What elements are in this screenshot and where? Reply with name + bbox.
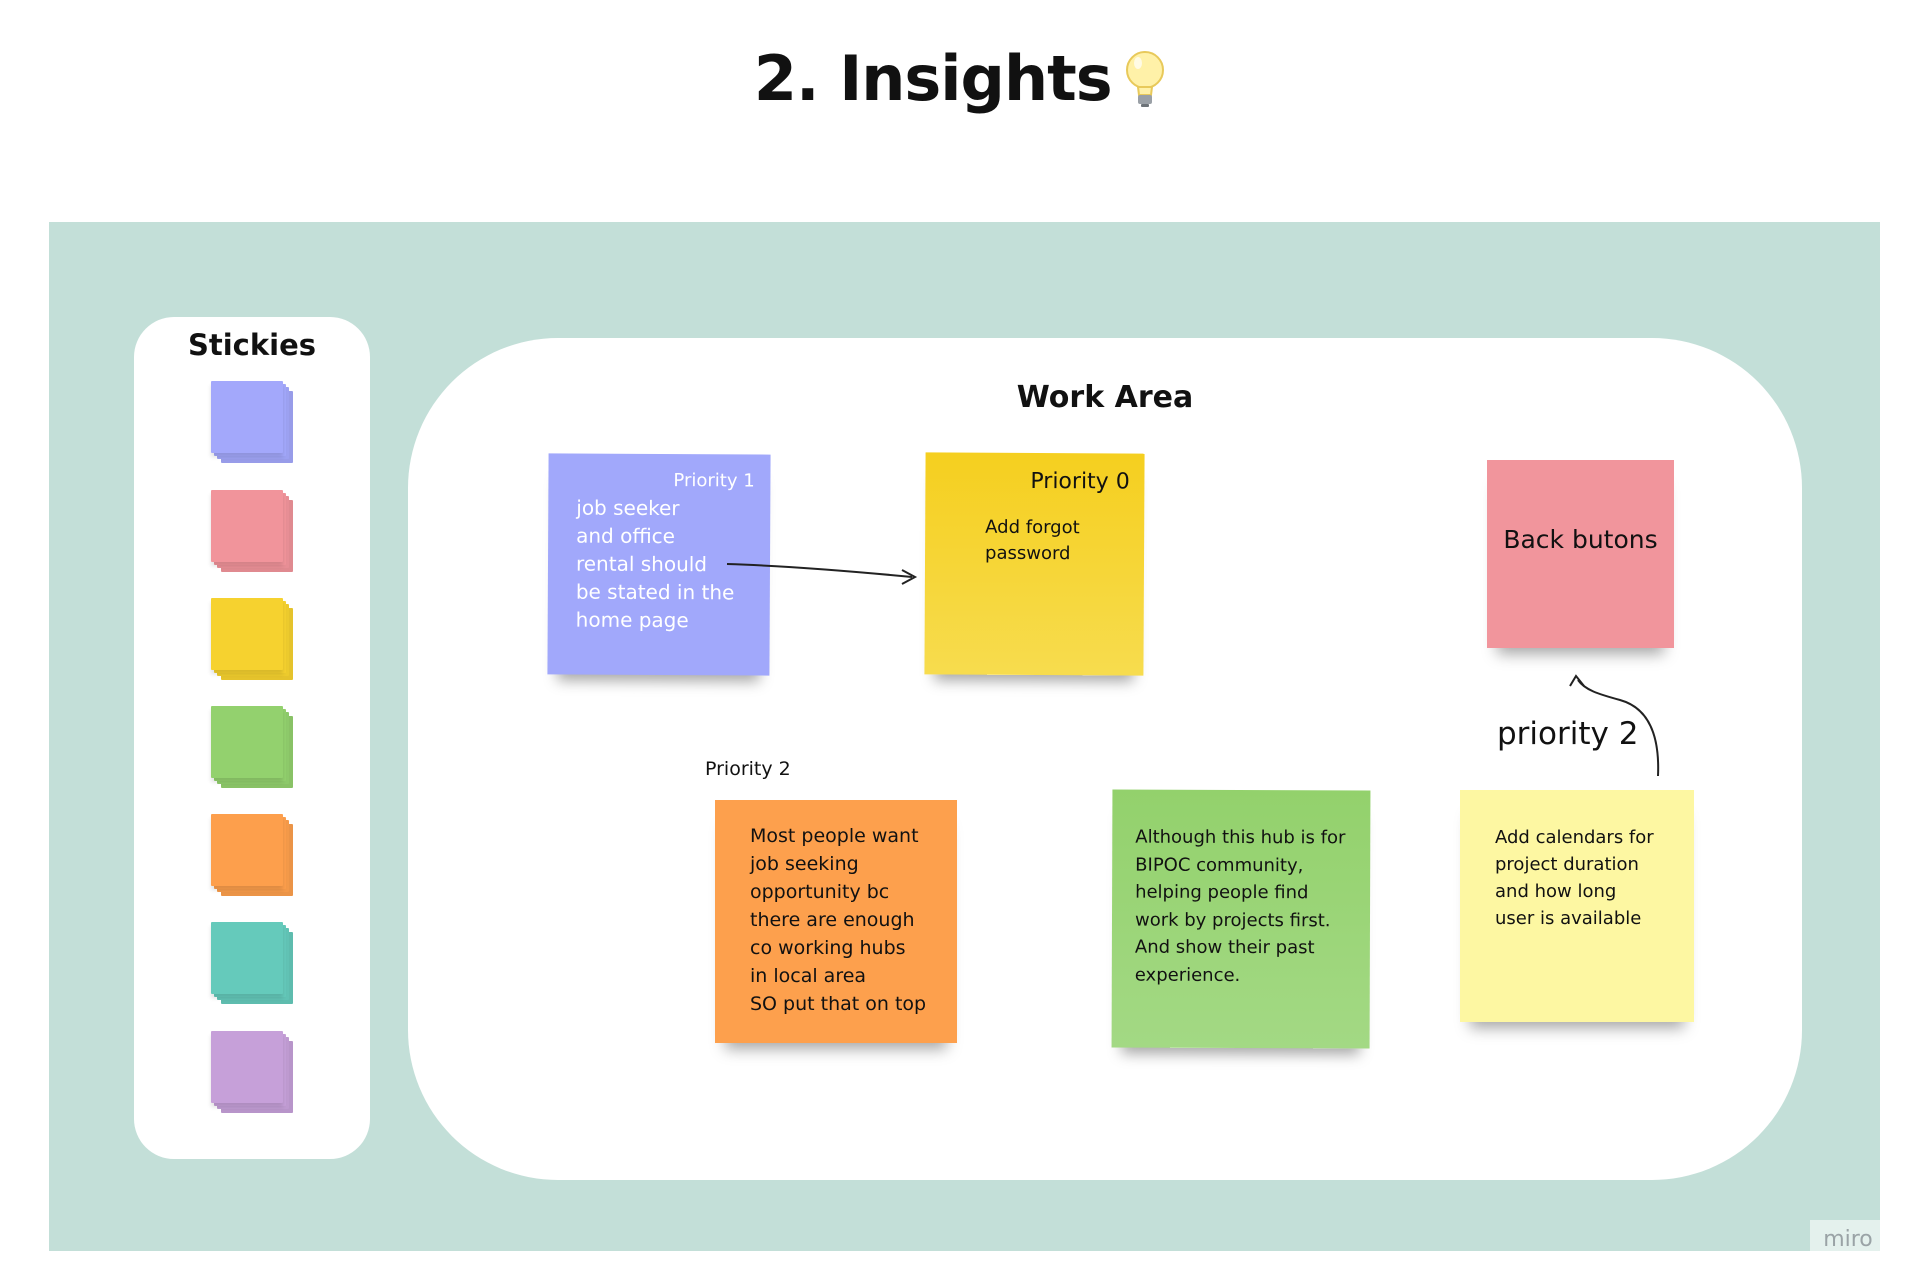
sticky-stack-layer — [211, 814, 283, 886]
sticky-stack-layer — [211, 381, 283, 453]
sticky-stack-green[interactable] — [211, 706, 293, 788]
sticky-stack-pink[interactable] — [211, 490, 293, 572]
sticky-stack-orange[interactable] — [211, 814, 293, 896]
note-text: Most people want job seeking opportunity… — [750, 825, 927, 1015]
note-text: Add calendars for project duration and h… — [1495, 827, 1654, 929]
sticky-note-job-seeking[interactable]: Most people want job seeking opportunity… — [715, 800, 957, 1043]
connector-arrow-p1-to-p0[interactable] — [726, 563, 918, 585]
page-title: 2. Insights — [753, 42, 1113, 115]
sticky-stack-layer — [211, 706, 283, 778]
work-area-title: Work Area — [1016, 380, 1194, 415]
sticky-stack-layer — [211, 1031, 283, 1103]
stickies-title: Stickies — [187, 328, 317, 362]
sticky-stack-layer — [211, 490, 283, 562]
sticky-stack-purple[interactable] — [211, 1031, 293, 1113]
lightbulb-icon — [1126, 50, 1165, 107]
sticky-note-calendars[interactable]: Add calendars for project duration and h… — [1460, 790, 1694, 1022]
sticky-note-back-buttons[interactable]: Back butons — [1487, 460, 1674, 648]
miro-watermark: miro — [1810, 1220, 1886, 1262]
sticky-stack-blue[interactable] — [211, 381, 293, 463]
page-title-row: 2. Insights — [0, 42, 1920, 115]
sticky-stack-yellow[interactable] — [211, 598, 293, 680]
note-text: Back butons — [1503, 525, 1658, 554]
connector-arrow-yellow-to-back[interactable] — [1569, 674, 1660, 777]
sticky-stack-layer — [211, 922, 283, 994]
sticky-stack-layer — [211, 598, 283, 670]
priority-2-arrow-label: priority 2 — [1497, 716, 1639, 752]
priority-2-label: Priority 2 — [705, 758, 791, 780]
sticky-stack-teal[interactable] — [211, 922, 293, 1004]
